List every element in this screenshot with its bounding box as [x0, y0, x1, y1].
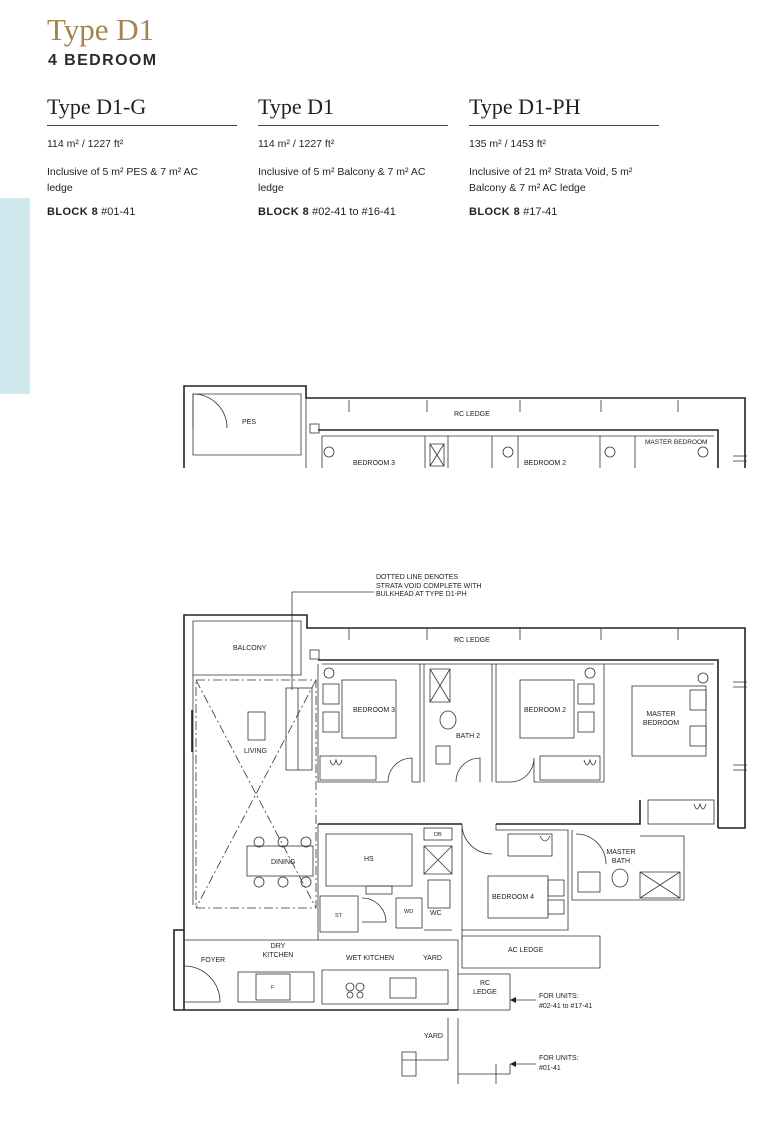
page-subtitle: 4 BEDROOM: [48, 52, 158, 69]
label-yard-bottom: YARD: [424, 1033, 443, 1040]
label-pes: PES: [242, 419, 256, 426]
label-yard: YARD: [423, 955, 442, 962]
label-bedroom4: BEDROOM 4: [492, 894, 534, 901]
block-units: #02-41 to #16-41: [312, 206, 396, 218]
unit-inclusive: Inclusive of 5 m² PES & 7 m² AC ledge: [47, 166, 199, 194]
label-st: ST: [335, 913, 343, 919]
partial-plan-d1g-yard: YARD FOR UNITS: #01-41: [401, 1018, 579, 1084]
label-units-2: #01-41: [539, 1065, 561, 1072]
label-master-bath: MASTER BATH: [606, 849, 636, 865]
label-bath2: BATH 2: [456, 733, 480, 740]
label-hs: HS: [364, 856, 374, 863]
unit-column-d1: Type D1 114 m² / 1227 ft² Inclusive of 5…: [258, 94, 448, 218]
label-master-bedroom: MASTER BEDROOM: [642, 711, 680, 727]
label-bedroom2: BEDROOM 2: [524, 707, 566, 714]
unit-column-d1ph: Type D1-PH 135 m² / 1453 ft² Inclusive o…: [469, 94, 659, 218]
label-living: LIVING: [244, 748, 267, 755]
unit-area: 114 m² / 1227 ft²: [47, 138, 124, 150]
label-for-units-2: FOR UNITS:: [539, 1055, 579, 1062]
block-units: #01-41: [101, 206, 136, 218]
page-title: Type D1: [47, 12, 155, 47]
unit-area: 135 m² / 1453 ft²: [469, 138, 547, 150]
label-bedroom3: BEDROOM 3: [353, 460, 395, 467]
unit-inclusive: Inclusive of 5 m² Balcony & 7 m² AC ledg…: [258, 166, 426, 194]
label-f: F: [271, 985, 274, 991]
unit-block: BLOCK 8#01-41: [47, 206, 237, 218]
label-master-bedroom: MASTER BEDROOM: [645, 439, 707, 446]
unit-name: Type D1-G: [47, 94, 237, 126]
unit-inclusive: Inclusive of 21 m² Strata Void, 5 m² Bal…: [469, 166, 633, 194]
label-for-units-1: FOR UNITS:: [539, 993, 579, 1000]
unit-block: BLOCK 8#02-41 to #16-41: [258, 206, 448, 218]
block-units: #17-41: [523, 206, 558, 218]
label-db: DB: [434, 832, 442, 838]
label-rc-ledge: RC LEDGE: [454, 637, 490, 644]
label-bedroom2: BEDROOM 2: [524, 460, 566, 467]
label-wet-kitchen: WET KITCHEN: [346, 955, 394, 962]
label-dining: DINING: [271, 859, 296, 866]
label-dry-kitchen: DRY KITCHEN: [262, 943, 294, 959]
strata-void-note: DOTTED LINE DENOTES STRATA VOID COMPLETE…: [376, 574, 482, 598]
side-tab: [0, 198, 30, 394]
unit-column-d1g: Type D1-G 114 m² / 1227 ft² Inclusive of…: [47, 94, 237, 218]
label-rc-ledge-2: RC LEDGE: [473, 980, 497, 996]
label-rc-ledge: RC LEDGE: [454, 411, 490, 418]
block-label: BLOCK 8: [47, 206, 99, 218]
unit-area: 114 m² / 1227 ft²: [258, 138, 335, 150]
unit-block: BLOCK 8#17-41: [469, 206, 659, 218]
block-label: BLOCK 8: [258, 206, 310, 218]
partial-plan-d1g: PES RC LEDGE BEDROOM 3 BEDROOM 2 MASTER …: [183, 385, 747, 468]
label-balcony: BALCONY: [233, 645, 267, 652]
label-bedroom3: BEDROOM 3: [353, 707, 395, 714]
main-floor-plan: DOTTED LINE DENOTES STRATA VOID COMPLETE…: [173, 574, 747, 1011]
unit-name: Type D1: [258, 94, 448, 126]
label-foyer: FOYER: [201, 957, 225, 964]
label-units-1: #02-41 to #17-41: [539, 1003, 592, 1010]
unit-name: Type D1-PH: [469, 94, 659, 126]
label-wc: WC: [430, 910, 442, 917]
label-ac-ledge: AC LEDGE: [508, 947, 544, 954]
label-wd: WD: [404, 909, 413, 915]
block-label: BLOCK 8: [469, 206, 521, 218]
